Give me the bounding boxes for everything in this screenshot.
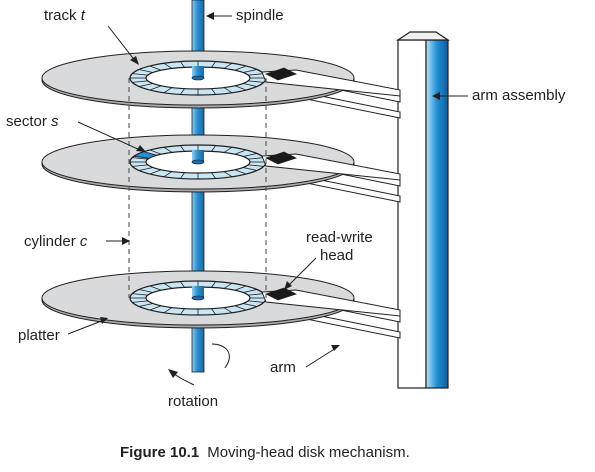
spindle-hub	[192, 66, 204, 78]
sector-ticks	[130, 281, 266, 315]
read-write-head	[264, 67, 298, 81]
platter-bottom	[41, 270, 401, 339]
platter-top	[41, 50, 401, 119]
sector-ticks	[130, 61, 266, 95]
platter-middle	[41, 134, 401, 203]
arm-assembly-post	[396, 31, 450, 389]
diagram-labels: track t spindle arm assembly sector s cy…	[6, 7, 566, 410]
label-arm-assembly: arm assembly	[472, 87, 566, 104]
arm-plate	[261, 69, 401, 97]
label-platter: platter	[18, 327, 60, 344]
read-write-head	[264, 287, 298, 301]
label-spindle: spindle	[236, 7, 284, 24]
spindle-hub	[192, 286, 204, 298]
label-track: track t	[44, 7, 86, 24]
label-rotation: rotation	[168, 393, 218, 410]
label-cylinder: cylinder c	[24, 233, 88, 250]
sector-highlight	[132, 151, 159, 159]
arm-plate	[261, 153, 401, 181]
caption-number: Figure 10.1	[120, 444, 199, 461]
cylinder-lines	[128, 78, 267, 298]
label-sector: sector s	[6, 113, 59, 130]
figure-caption: Figure 10.1 Moving-head disk mechanism.	[120, 444, 410, 461]
leader-lines	[67, 15, 468, 386]
label-arm: arm	[270, 359, 296, 376]
label-read-write-line1: read-write	[306, 229, 373, 246]
arrow-heads	[100, 12, 440, 378]
caption-text: Moving-head disk mechanism.	[207, 444, 410, 461]
spindle-hub	[192, 150, 204, 162]
label-read-write-line2: head	[320, 247, 353, 264]
arm-plate	[261, 289, 401, 317]
read-write-head	[264, 151, 298, 165]
